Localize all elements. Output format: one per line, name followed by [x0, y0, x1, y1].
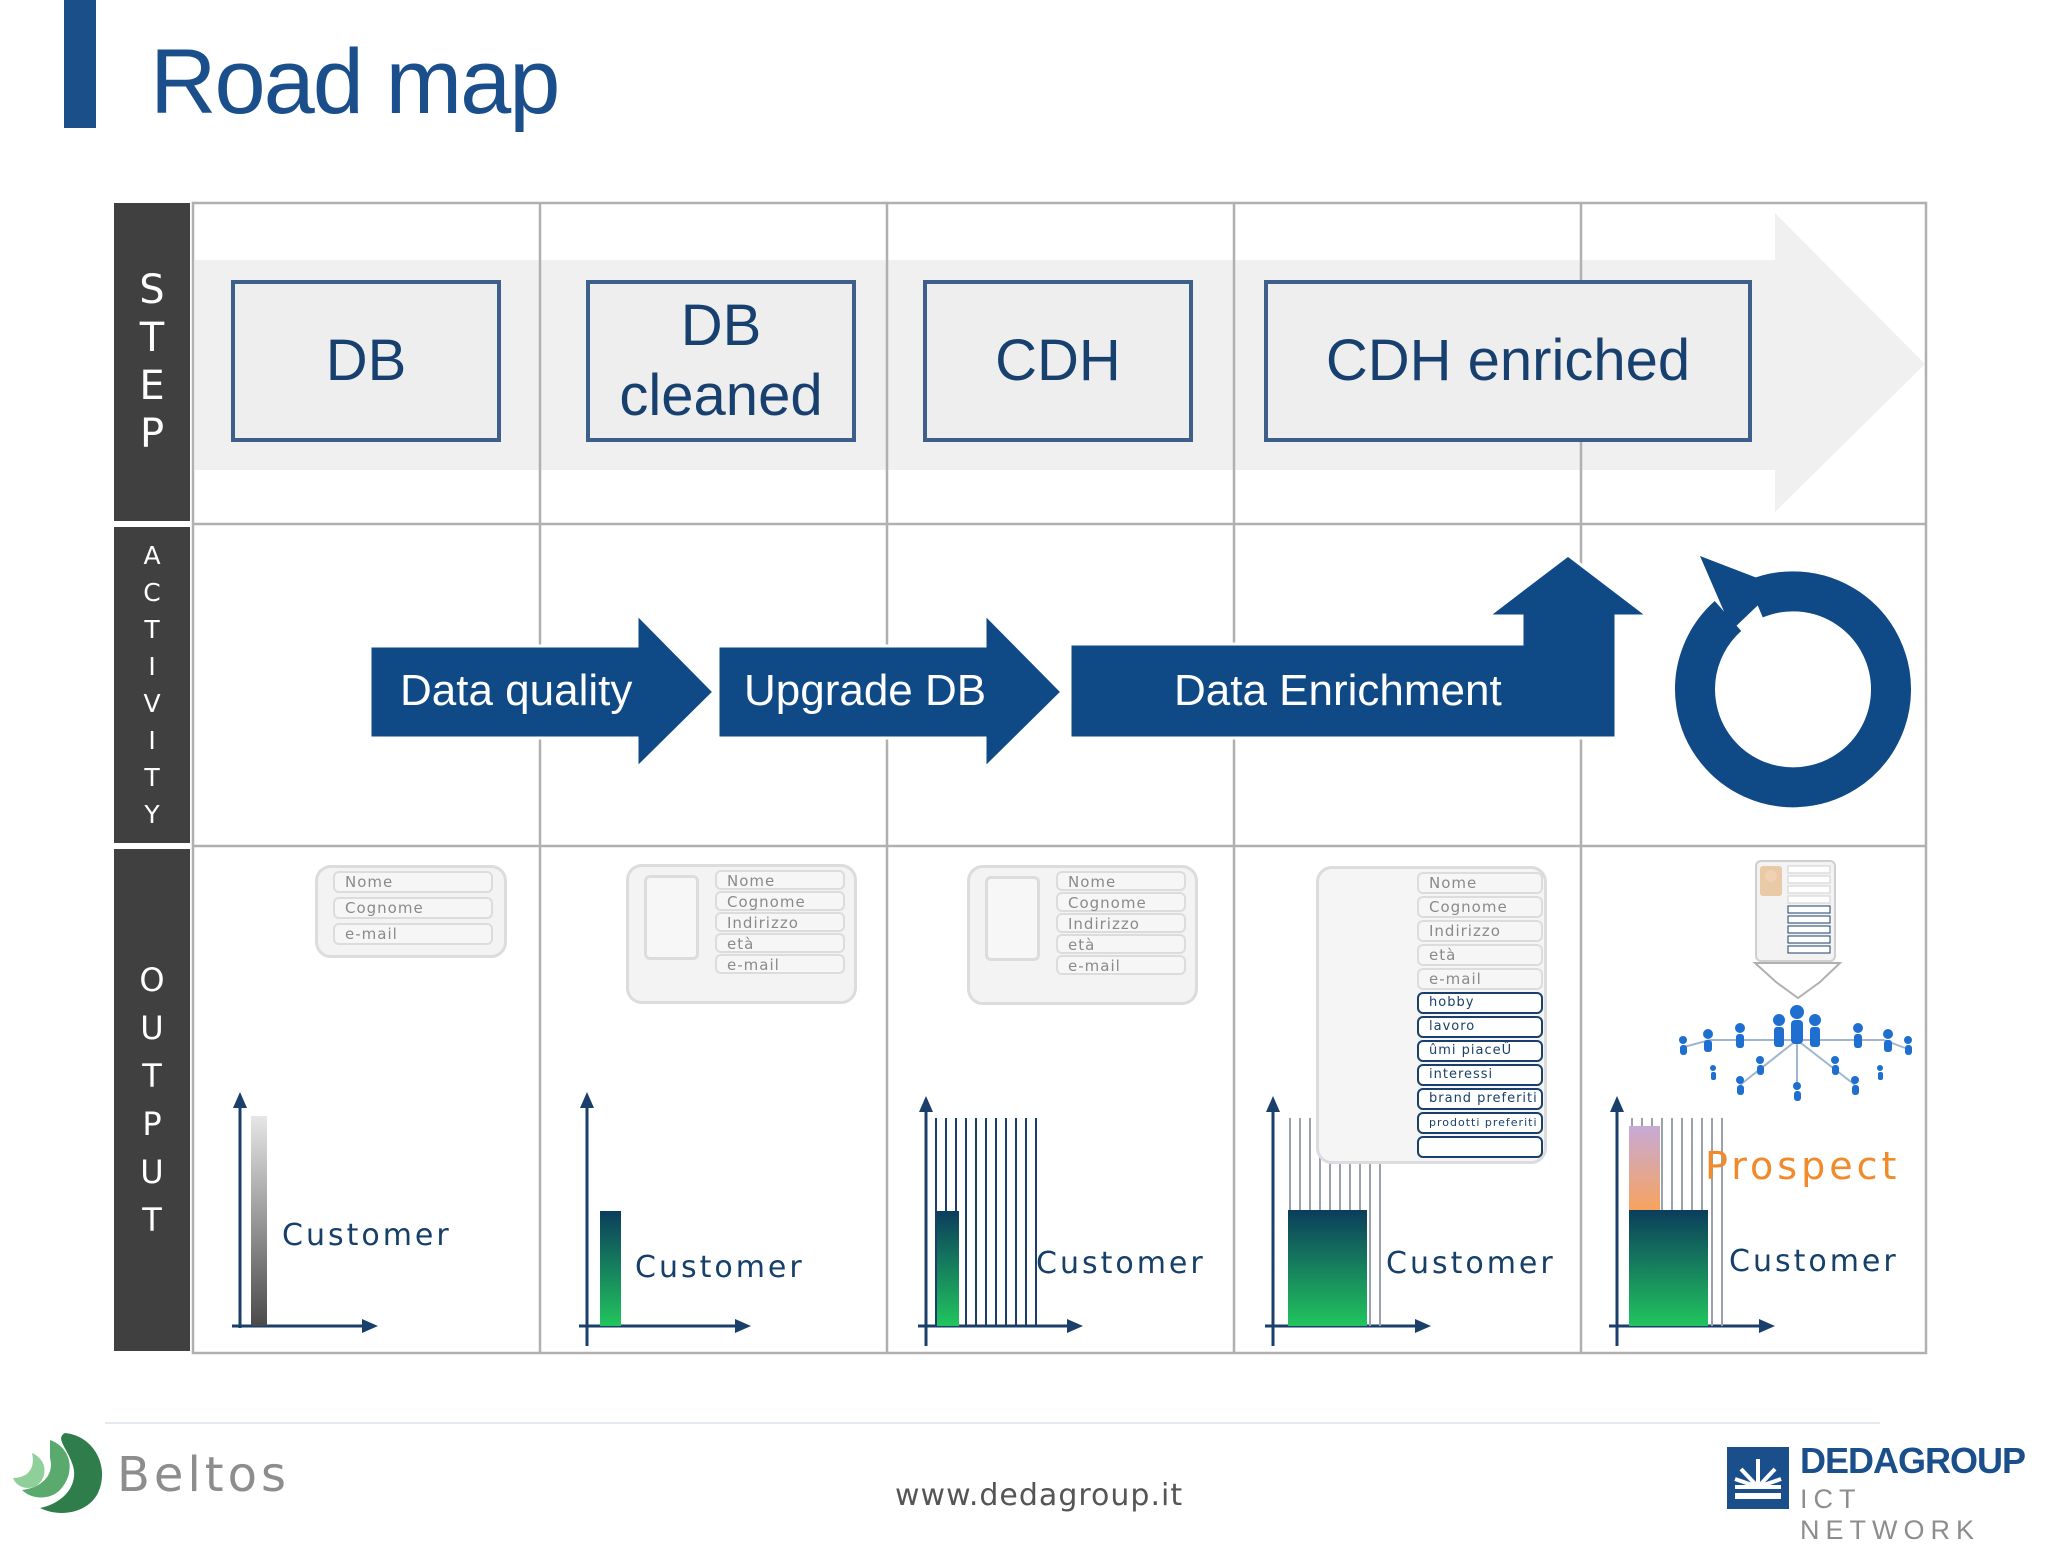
footer-divider	[105, 1422, 1880, 1424]
field-more	[1417, 1136, 1543, 1158]
cycle-arrow	[1675, 571, 1911, 808]
chart-col5	[1609, 1096, 1775, 1346]
customer-label-1: Customer	[282, 1218, 452, 1253]
title-accent-bar	[64, 0, 96, 128]
prospect-bar	[1629, 1126, 1660, 1210]
dedagroup-logo-subtext: ICT NETWORK	[1800, 1484, 1980, 1545]
customer-bar-5	[1629, 1210, 1708, 1326]
photo-placeholder	[985, 876, 1040, 961]
activity-data-enrichment: Data Enrichment	[1174, 666, 1502, 715]
chart-col2	[579, 1092, 751, 1346]
chart-col3	[918, 1096, 1083, 1346]
upgrade-db-arrow	[716, 610, 1065, 772]
customer-bar-2	[600, 1211, 621, 1326]
form-basic: Nome Cognome e-mail	[315, 865, 507, 958]
data-enrichment-arrow	[1068, 553, 1653, 740]
form-extended-1: Nome Cognome Indirizzo età e-mail	[626, 864, 857, 1004]
people-network-illustration	[1679, 962, 1912, 1101]
prospect-label: Prospect	[1705, 1144, 1901, 1188]
customer-label-5: Customer	[1729, 1244, 1899, 1279]
field-cognome: Cognome	[333, 897, 493, 919]
grid-lines	[191, 201, 1928, 1355]
step-cdh: CDH	[923, 280, 1193, 442]
step-cdh-enriched: CDH enriched	[1264, 280, 1752, 442]
dedagroup-logo-icon	[1727, 1447, 1789, 1509]
cycle-arrow-head	[1700, 556, 1778, 630]
step-db: DB	[231, 280, 501, 442]
footer-website[interactable]: www.dedagroup.it	[895, 1478, 1184, 1513]
customer-label-4: Customer	[1386, 1246, 1556, 1281]
field-nome: Nome	[333, 871, 493, 893]
customer-label-2: Customer	[635, 1250, 805, 1285]
customer-bar-4	[1288, 1210, 1367, 1326]
form-enriched: Nome Cognome Indirizzo età e-mail hobby …	[1316, 866, 1547, 1164]
activity-upgrade-db: Upgrade DB	[744, 666, 987, 715]
customer-bar-3	[937, 1211, 959, 1326]
row-label-activity: A C T I V I T Y	[114, 527, 190, 843]
chart-col1	[232, 1092, 378, 1333]
row-label-output: O U T P U T	[114, 849, 190, 1351]
mini-profile-card	[1755, 860, 1836, 962]
customer-bar-1	[251, 1116, 267, 1326]
chart-col4	[1265, 1096, 1431, 1346]
beltos-logo-icon	[13, 1433, 103, 1513]
field-email: e-mail	[333, 923, 493, 945]
activity-data-quality: Data quality	[400, 666, 633, 715]
row-label-step: S T E P	[114, 203, 190, 521]
dedagroup-logo-text: DEDAGROUP	[1800, 1440, 2026, 1481]
form-extended-2: Nome Cognome Indirizzo età e-mail	[967, 865, 1198, 1005]
photo-placeholder	[644, 875, 699, 960]
customer-label-3: Customer	[1036, 1246, 1206, 1281]
page-title: Road map	[150, 31, 560, 133]
data-quality-arrow	[368, 610, 717, 772]
beltos-logo-text: Beltos	[117, 1447, 290, 1503]
